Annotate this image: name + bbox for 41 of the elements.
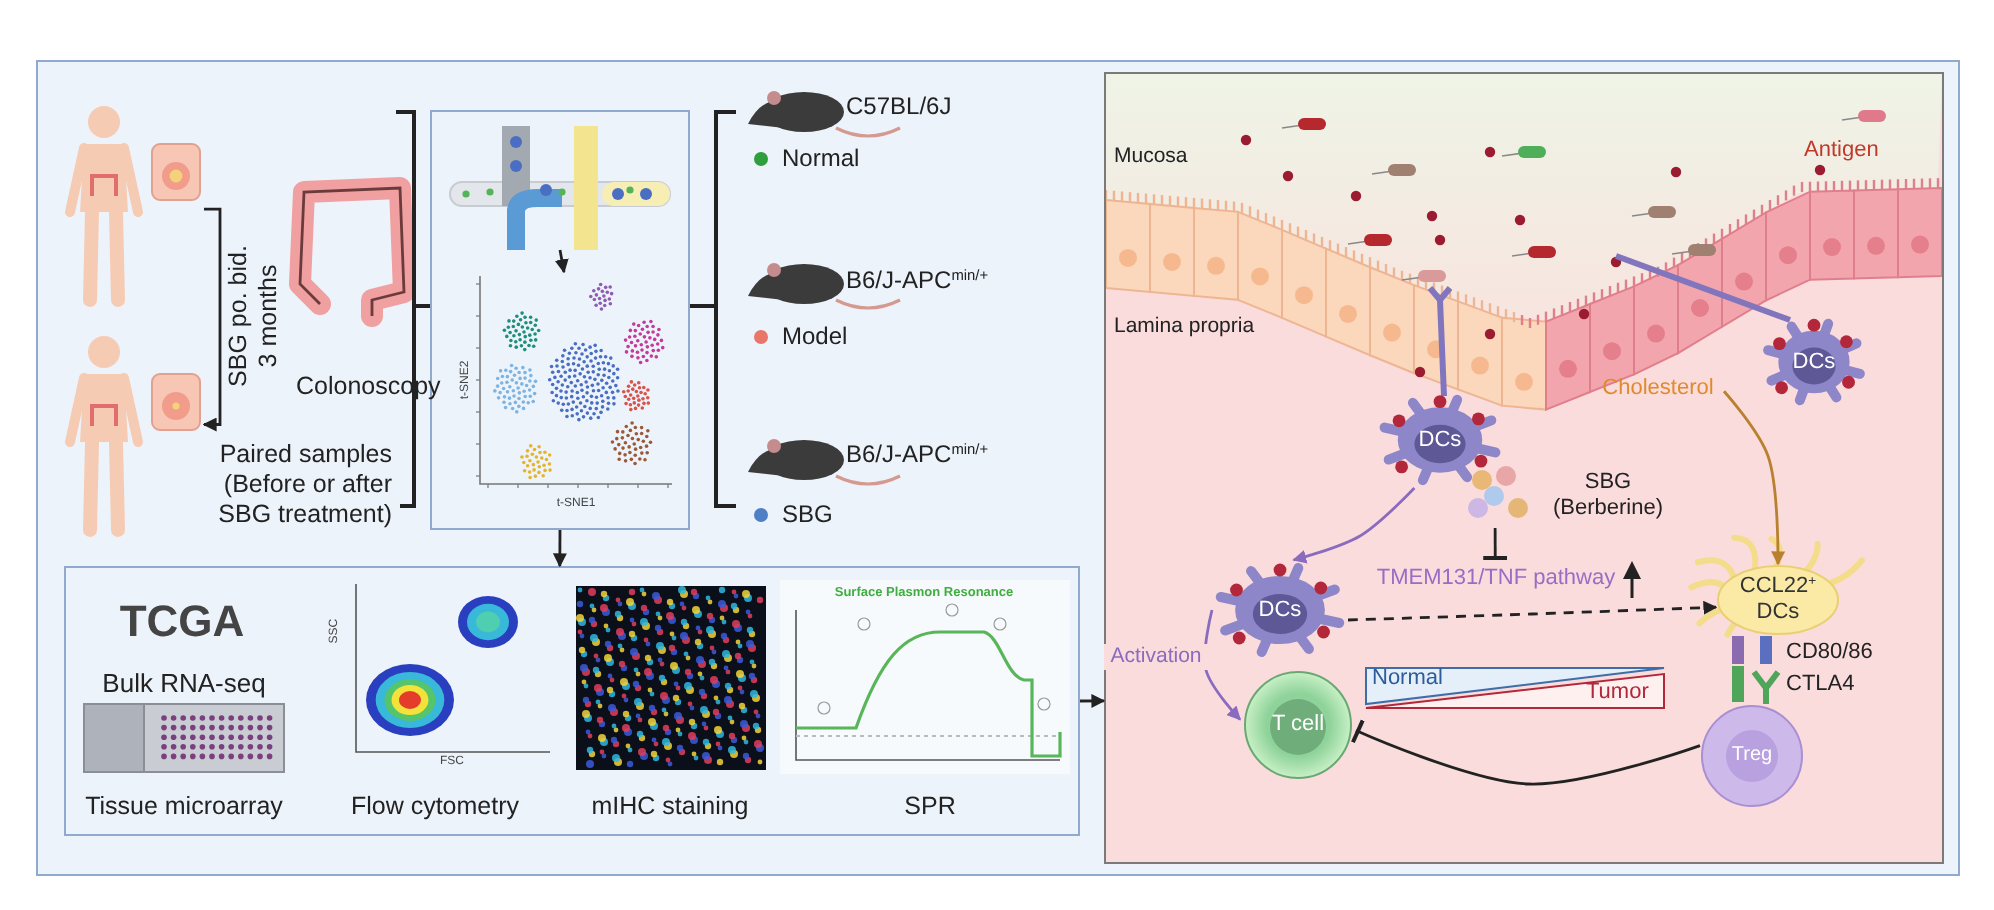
pathway-text: TMEM131/TNF pathway (1372, 560, 1620, 596)
strain-label: C57BL/6J (846, 92, 954, 121)
arrow (552, 530, 567, 568)
region-label: Mucosa (1114, 144, 1190, 170)
strain-label: B6/J-APC$^{min/+}$ (846, 266, 991, 295)
arrow (202, 207, 222, 432)
arrow (1292, 487, 1416, 564)
treg-cell: Treg (1700, 704, 1804, 808)
method-label: Tissue microarray (83, 792, 285, 822)
annotation-text: Cholesterol (1592, 372, 1724, 404)
database-name: TCGA (117, 596, 247, 649)
region-label: Lamina propria (1114, 314, 1257, 340)
arrow (554, 249, 569, 274)
caption-text: Paired samples (Before or after SBG treatment) (216, 440, 392, 530)
strain-label: B6/J-APC$^{min/+}$ (846, 440, 991, 469)
edge-label: Activation (1104, 644, 1208, 670)
arrow (1080, 693, 1106, 708)
method-label: mIHC staining (589, 792, 751, 822)
method-label: SPR (902, 792, 958, 822)
molecule-label: CD80/86 (1786, 640, 1875, 667)
legend-text: Model (782, 322, 848, 350)
patient-figure-drawing (60, 330, 204, 540)
legend-text: SBG (782, 500, 833, 528)
arrow (1722, 390, 1786, 566)
dendritic-cell: DCs (1212, 560, 1348, 660)
dendritic-cell: DCs (1376, 392, 1504, 488)
legend-text: Normal (782, 144, 860, 172)
molecule-label: CTLA4 (1786, 672, 1857, 699)
dendritic-cell: CCL22$^{+}$ DCs (1716, 564, 1840, 636)
method-label: Bulk RNA-seq (100, 668, 268, 700)
method-label: Flow cytometry (348, 792, 522, 822)
t-cell: T cell (1240, 670, 1356, 780)
microfluidic-chip-drawing (450, 126, 670, 250)
dendritic-cell: DCs (1760, 316, 1868, 408)
arrow (1347, 600, 1718, 622)
patient-figure-drawing (60, 100, 204, 310)
annotation-text: Antigen (1804, 138, 1881, 165)
condition-label: Tumor (1586, 680, 1651, 707)
tissue-panel (1104, 72, 1944, 864)
condition-label: Normal (1372, 666, 1445, 693)
methods-panel (64, 566, 1080, 836)
